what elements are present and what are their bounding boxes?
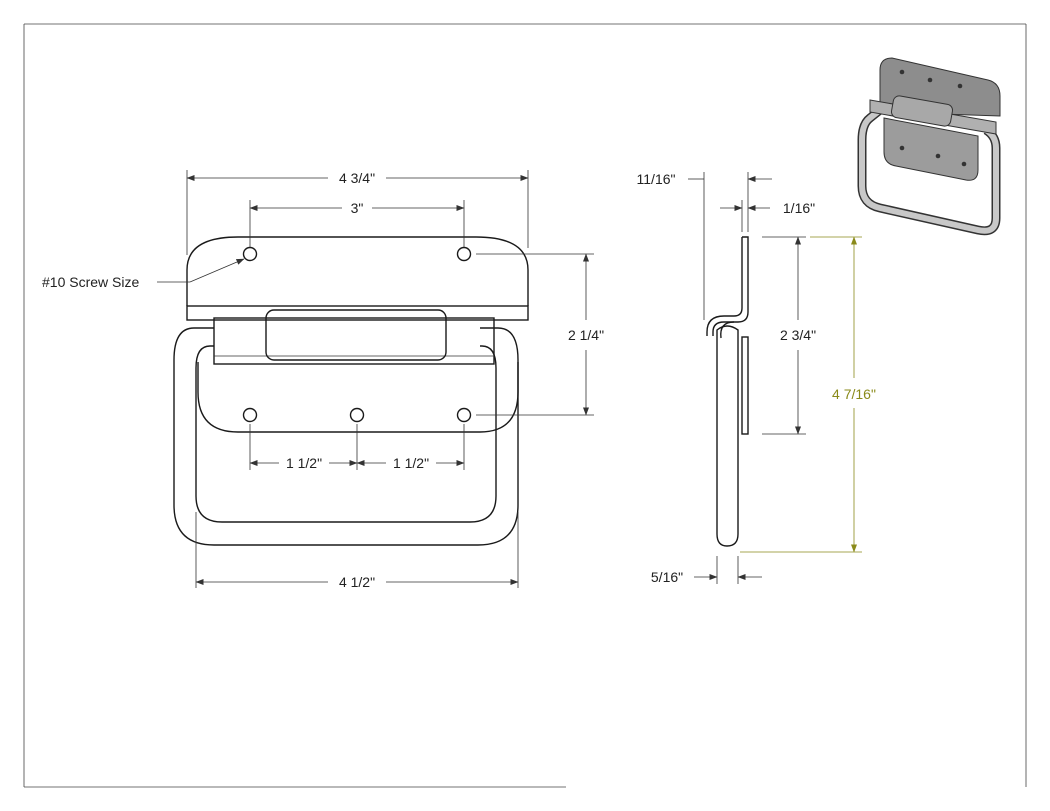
overall-width-label: 4 3/4" [339,170,375,186]
bottom-hole-spacing-right-label: 1 1/2" [393,455,429,471]
screw-hole [349,407,365,423]
drawing-frame [23,23,1027,788]
side-dimensions: 11/16" 1/16" 2 3/4" 4 7/16" 5/16" [637,171,876,585]
height-label: 2 1/4" [568,327,604,343]
handle-width-label: 4 1/2" [339,574,375,590]
screw-size-note: #10 Screw Size [42,274,139,290]
screw-hole [242,407,258,423]
overall-height-label: 4 7/16" [832,386,876,402]
screw-hole [242,246,258,262]
plate-height-label: 2 3/4" [780,327,816,343]
screw-hole [456,407,472,423]
front-dimensions: 4 3/4" 3" #10 Screw Size 2 1/4" 1 1/2" 1… [42,170,604,590]
folding-handle-iso-icon [857,57,1001,236]
bottom-hole-spacing-left-label: 1 1/2" [286,455,322,471]
wire-diameter-label: 5/16" [651,569,683,585]
thickness-label: 1/16" [783,200,815,216]
front-view [173,236,529,546]
side-view [706,236,749,547]
top-hole-spacing-label: 3" [351,200,364,216]
screw-hole [456,246,472,262]
offset-label: 11/16" [637,171,676,187]
